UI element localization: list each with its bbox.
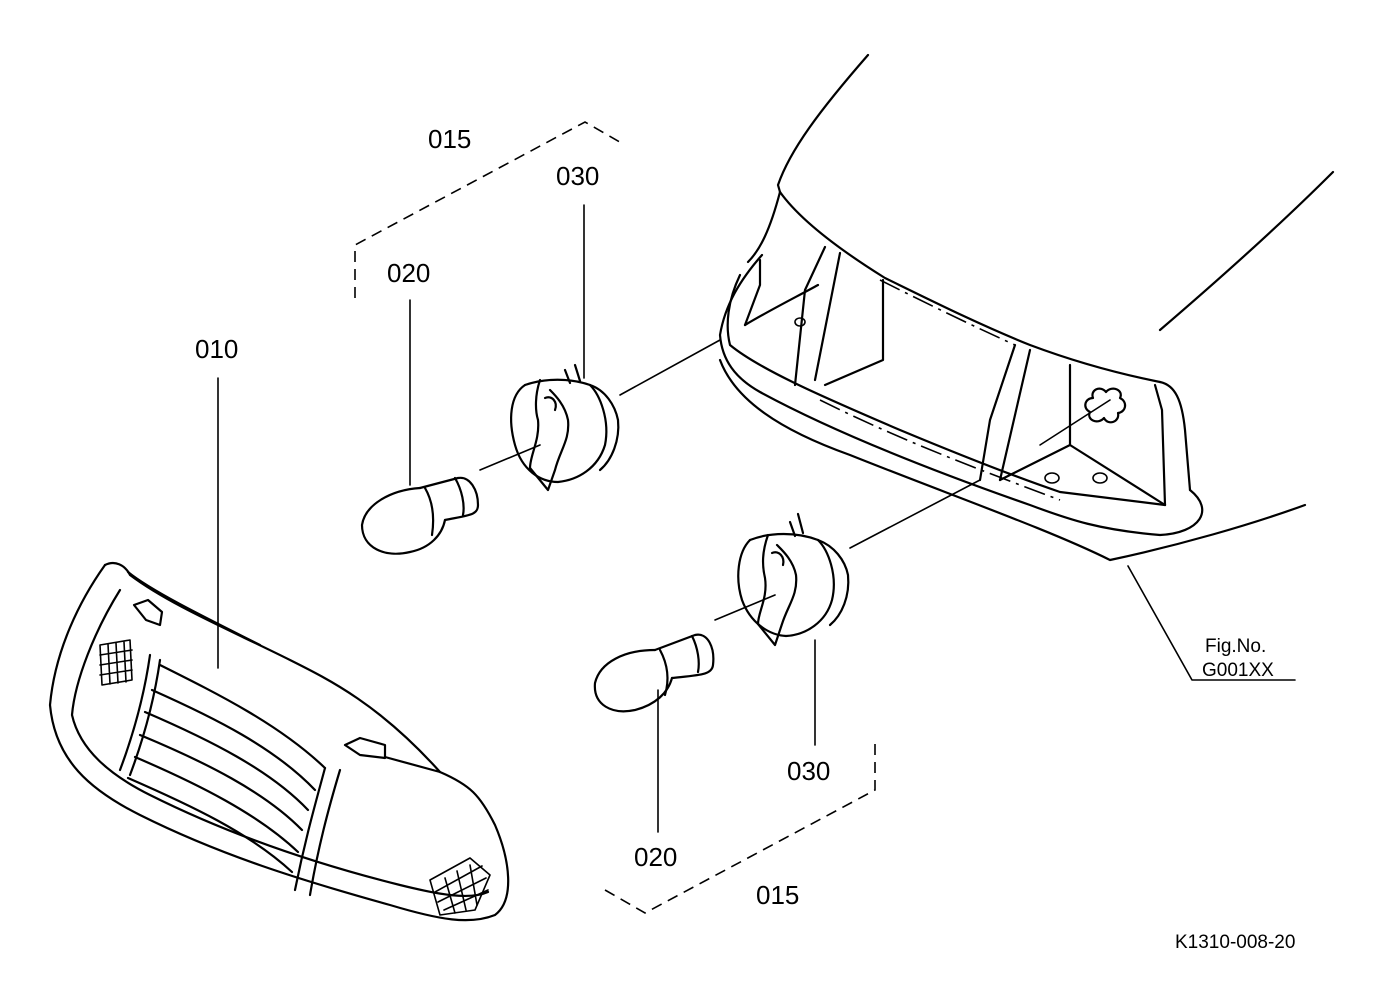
leader-lines — [217, 204, 1296, 833]
set-bracket-upper — [354, 121, 626, 298]
reflector-hatch-right — [429, 857, 491, 916]
bulb-lower — [593, 633, 715, 713]
label-set-015-lower: 015 — [756, 880, 799, 910]
label-lens-010: 010 — [195, 334, 238, 364]
label-socket-030-upper: 030 — [556, 161, 599, 191]
drawing-code: K1310-008-20 — [1175, 932, 1295, 953]
assembly-lines — [479, 339, 1111, 621]
socket-lower — [737, 512, 850, 647]
fig-number-label: Fig.No. — [1205, 636, 1266, 657]
bulb-upper — [360, 476, 480, 555]
label-bulb-020-upper: 020 — [387, 258, 430, 288]
set-bracket-lower — [604, 740, 876, 914]
socket-upper — [510, 363, 620, 492]
reflector-hatch-left — [99, 639, 133, 686]
hood-housing — [718, 53, 1335, 562]
lens-assembly — [48, 561, 510, 922]
fig-number-code: G001XX — [1202, 660, 1274, 681]
label-socket-030-lower: 030 — [787, 756, 830, 786]
label-set-015-upper: 015 — [428, 124, 471, 154]
label-bulb-020-lower: 020 — [634, 842, 677, 872]
